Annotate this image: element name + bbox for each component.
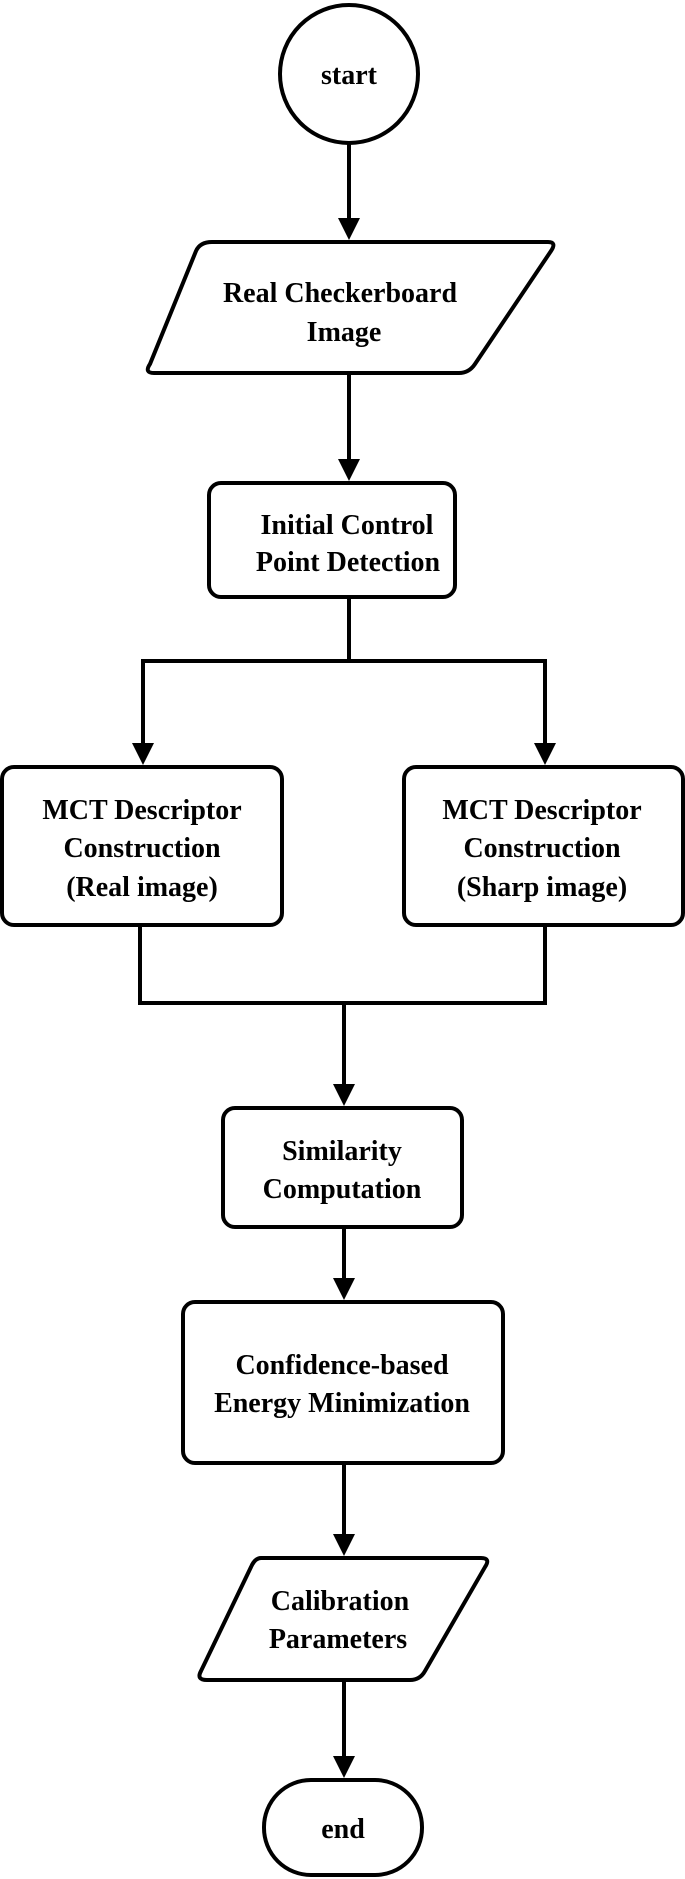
connectors	[132, 143, 556, 1778]
arrowhead-end	[333, 1756, 355, 1778]
edge-merge	[138, 925, 547, 1005]
arrowhead-detect	[338, 459, 360, 481]
node-start: start	[278, 3, 420, 145]
output-parallelogram	[197, 1556, 490, 1682]
energy-label-line1: Confidence-based	[235, 1350, 449, 1381]
mct-real-label-line3: (Real image)	[66, 872, 218, 903]
similarity-box	[221, 1106, 464, 1229]
arrowhead-mct-sharp	[534, 743, 556, 765]
output-label-line2: Parameters	[269, 1624, 407, 1655]
detect-label-line1: Initial Control	[261, 510, 434, 541]
mct-sharp-label-line3: (Sharp image)	[457, 872, 627, 903]
node-mct-real: MCT Descriptor Construction (Real image)	[0, 765, 284, 927]
node-input: Real Checkerboard Image	[145, 240, 556, 375]
arrowhead-input	[338, 218, 360, 240]
input-label-line2: Image	[307, 317, 382, 348]
output-label-line1: Calibration	[271, 1586, 410, 1617]
start-terminal	[278, 3, 420, 145]
start-label: start	[321, 60, 378, 91]
mct-sharp-box	[402, 765, 685, 927]
end-label: end	[321, 1814, 365, 1845]
energy-label-line2: Energy Minimization	[214, 1388, 470, 1419]
node-mct-sharp: MCT Descriptor Construction (Sharp image…	[402, 765, 685, 927]
arrowhead-mct-real	[132, 743, 154, 765]
detect-label-line2: Point Detection	[256, 547, 441, 578]
node-output: Calibration Parameters	[197, 1556, 490, 1682]
energy-box	[181, 1300, 505, 1465]
detect-box	[207, 481, 457, 599]
node-energy: Confidence-based Energy Minimization	[181, 1300, 505, 1465]
mct-sharp-label-line2: Construction	[463, 833, 621, 864]
arrowhead-output	[333, 1534, 355, 1556]
arrowhead-similarity	[333, 1084, 355, 1106]
node-end: end	[262, 1778, 424, 1877]
mct-real-label-line1: MCT Descriptor	[42, 795, 241, 826]
edge-detect-split	[141, 597, 351, 747]
similarity-label-line1: Similarity	[282, 1136, 402, 1167]
arrowhead-energy	[333, 1278, 355, 1300]
edge-detect-split-right	[349, 659, 547, 747]
node-detect: Initial Control Point Detection	[207, 481, 457, 599]
end-terminal	[262, 1778, 424, 1877]
mct-real-label-line2: Construction	[63, 833, 221, 864]
similarity-label-line2: Computation	[263, 1174, 422, 1205]
input-label-line1: Real Checkerboard	[223, 278, 458, 309]
input-parallelogram	[145, 240, 556, 375]
node-similarity: Similarity Computation	[221, 1106, 464, 1229]
mct-real-box	[0, 765, 284, 927]
mct-sharp-label-line1: MCT Descriptor	[442, 795, 641, 826]
